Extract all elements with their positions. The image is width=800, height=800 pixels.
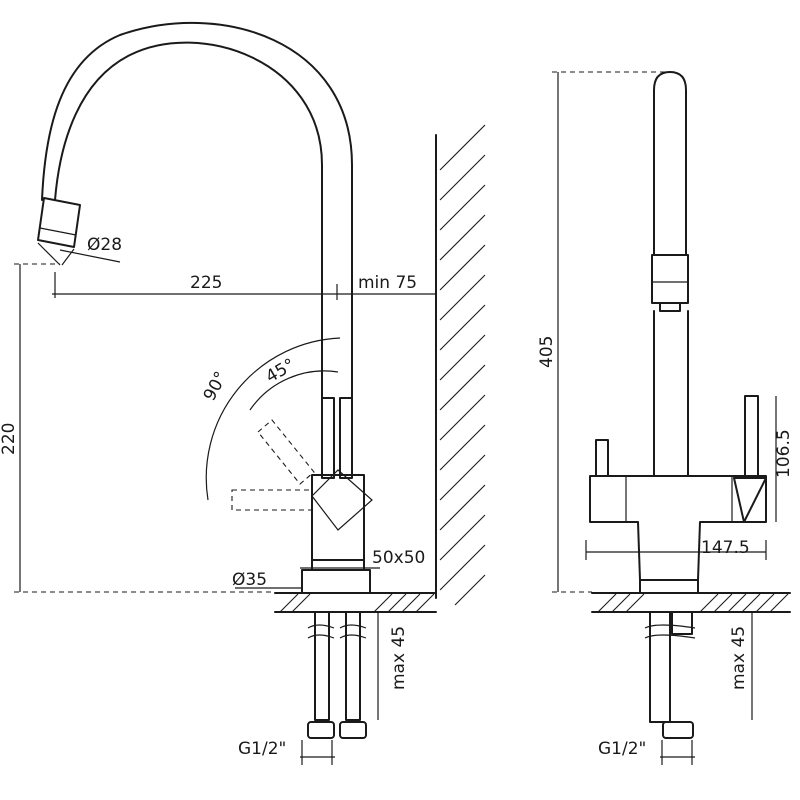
faucet-body — [301, 397, 373, 594]
dim-body-size: 50x50 — [372, 548, 425, 568]
dim-wall-clearance: min 75 — [358, 273, 417, 293]
dim-lever-height: 106.5 — [774, 429, 794, 478]
dim-base-diameter: Ø35 — [232, 570, 267, 590]
dim-counter-thickness: max 45 — [389, 626, 409, 690]
spout — [37, 21, 353, 399]
side-dimension-lines — [14, 249, 436, 765]
front-supply-hoses — [644, 611, 696, 739]
dim-thread: G1/2" — [238, 739, 286, 759]
front-dimension-lines — [552, 71, 777, 765]
dim-height: 220 — [0, 423, 19, 455]
front-spout — [651, 71, 689, 477]
dim-body-width: 147.5 — [701, 538, 750, 558]
dim-front-thread: G1/2" — [598, 739, 646, 759]
supply-hoses — [307, 611, 367, 739]
side-view: Ø28 225 min 75 220 90° 45° 50x50 Ø35 max… — [0, 21, 486, 765]
front-view: 405 106.5 147.5 max 45 G1/2" — [537, 71, 794, 765]
dim-lever-90: 90° — [200, 368, 232, 404]
dim-spout-diameter: Ø28 — [87, 235, 122, 255]
lever-positions — [231, 419, 315, 511]
dim-reach: 225 — [190, 273, 222, 293]
wall-hatching — [435, 124, 486, 606]
front-body — [589, 395, 767, 594]
countertop — [274, 592, 437, 613]
dim-overall-height: 405 — [537, 336, 557, 368]
dim-front-counter-thickness: max 45 — [729, 626, 749, 690]
dim-lever-45: 45° — [263, 355, 299, 387]
front-countertop — [591, 592, 791, 613]
